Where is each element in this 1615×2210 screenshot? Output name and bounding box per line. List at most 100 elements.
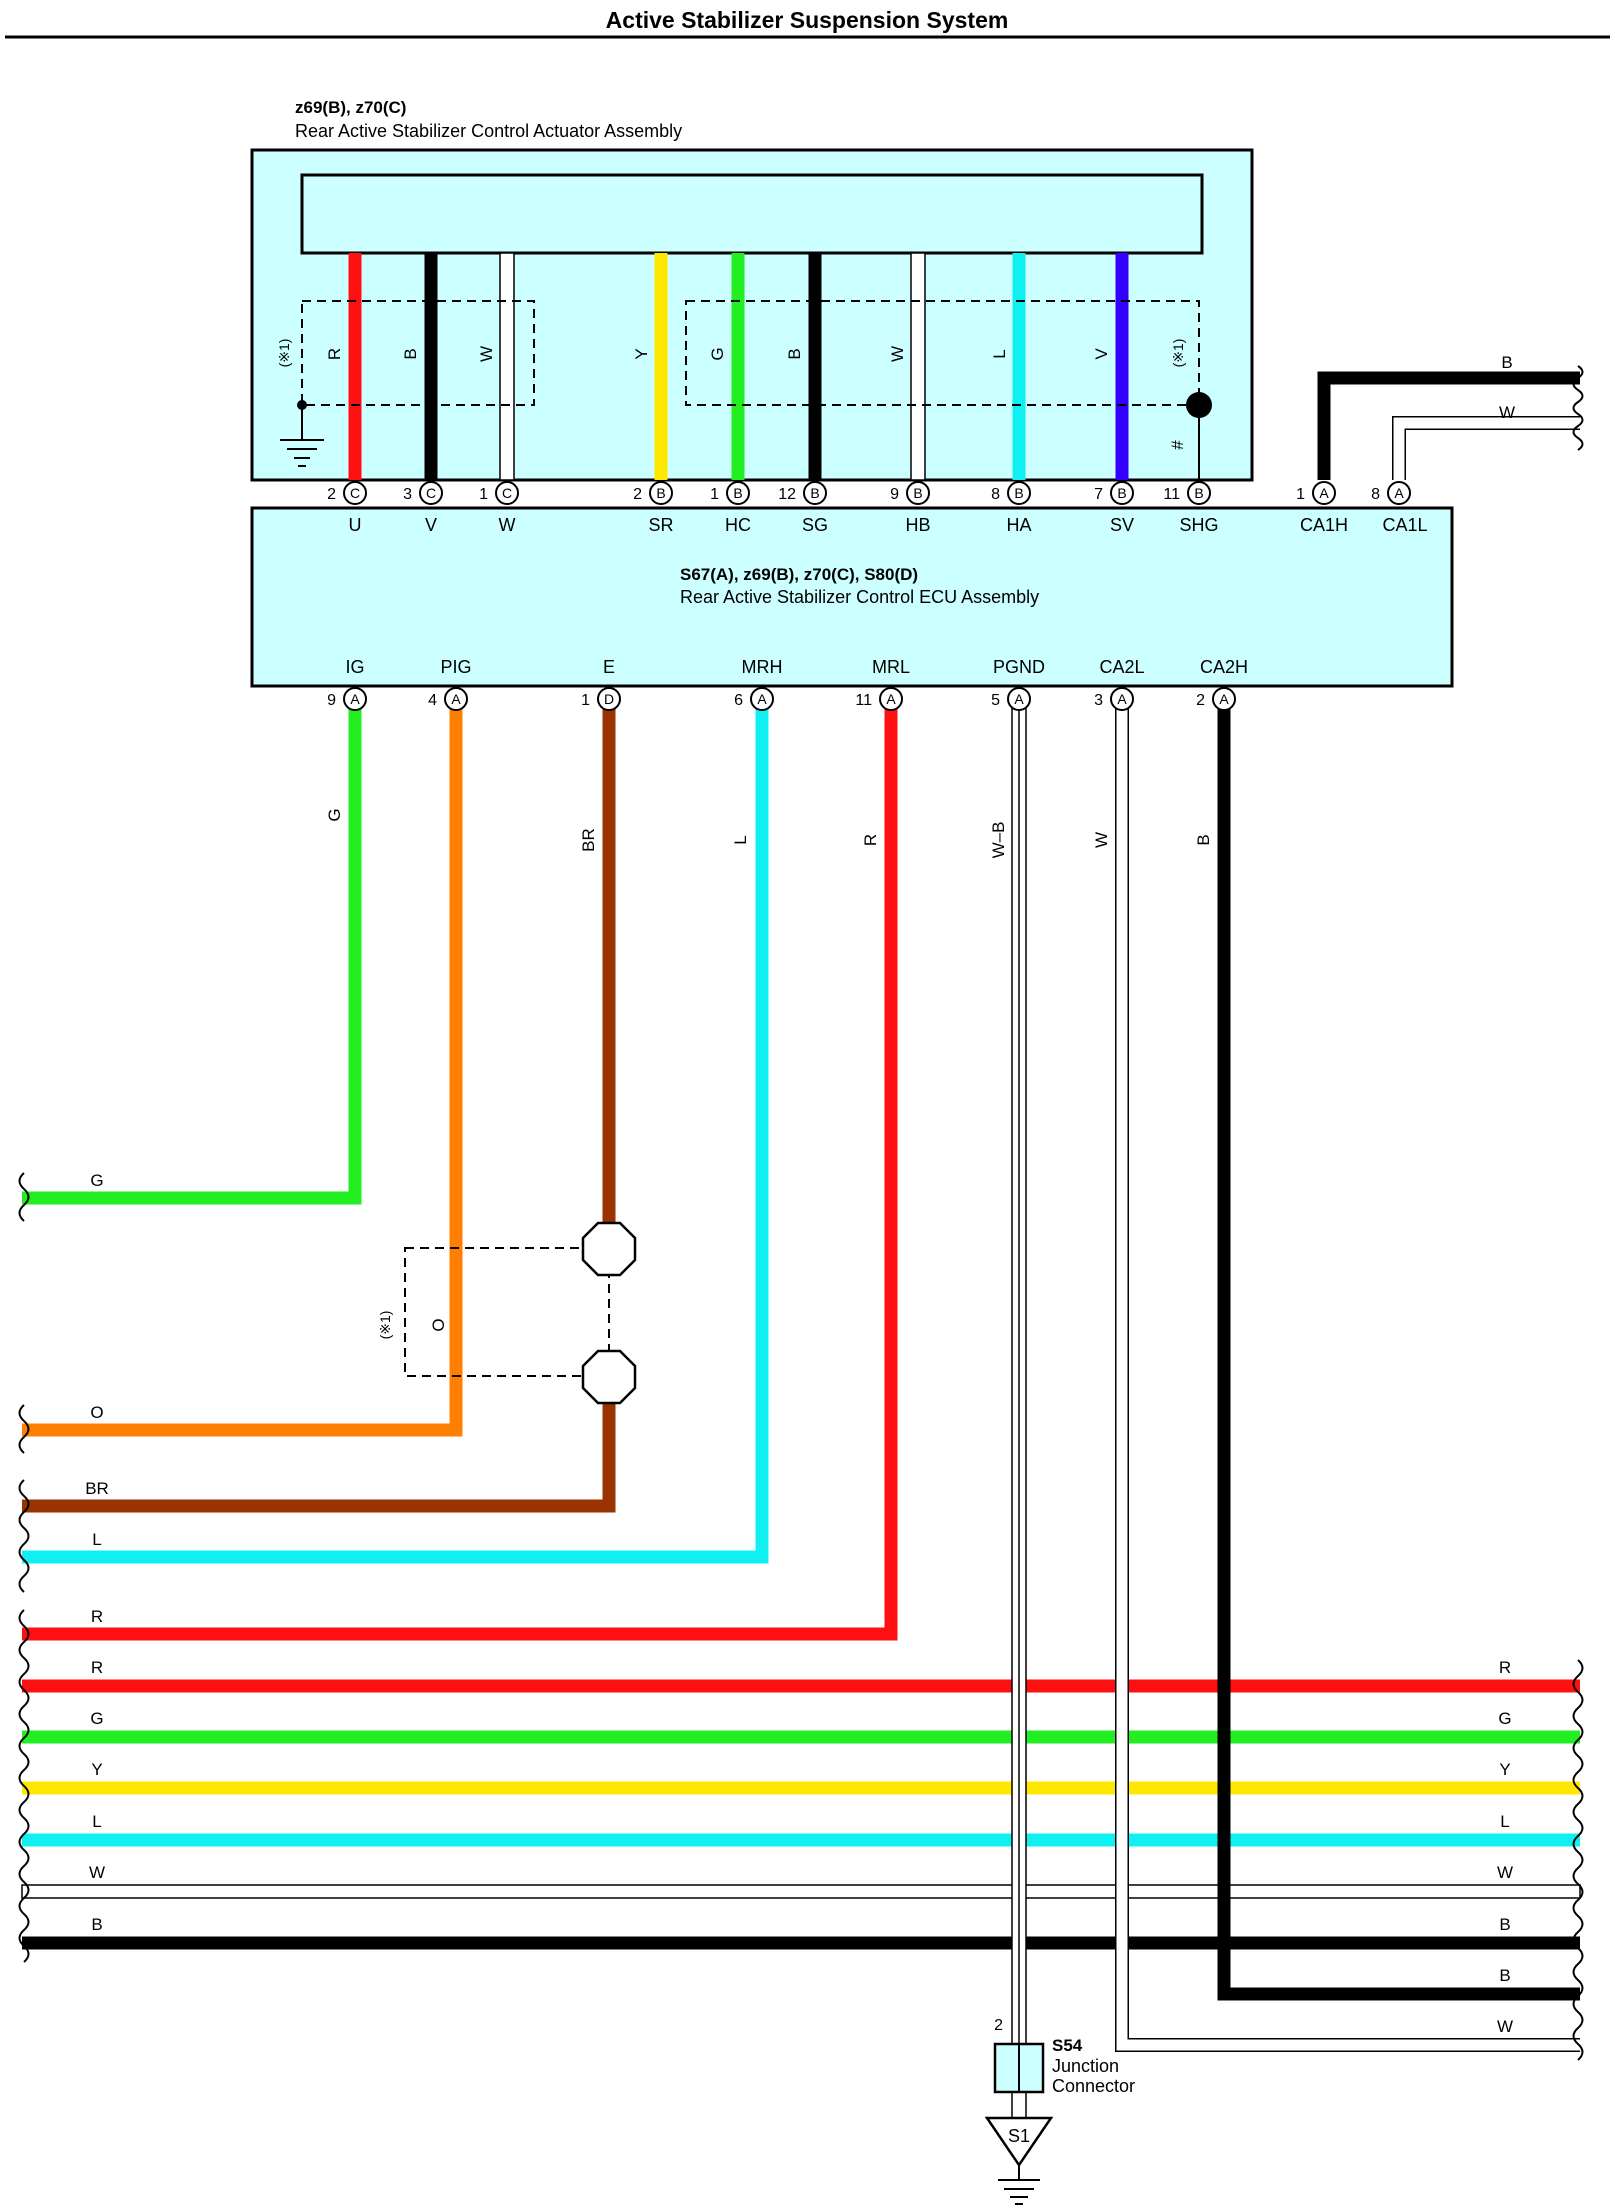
actuator-code-b1: B — [401, 348, 420, 359]
pin-conn-pig: A — [451, 691, 461, 707]
bus-label-left-g: G — [90, 1709, 103, 1728]
pin-num-w: 1 — [479, 486, 488, 503]
pin-conn-ig: A — [350, 691, 360, 707]
break-mark-right-top — [1572, 365, 1584, 451]
actuator-code-y: Y — [632, 348, 651, 359]
pin-num-ca2h: 2 — [1196, 692, 1205, 709]
pin-circle-shg — [1187, 481, 1211, 505]
bus-label-right-g: G — [1498, 1709, 1511, 1728]
pin-circle-ig — [343, 687, 367, 711]
actuator-wire-w1 — [499, 252, 515, 481]
wire-ca2h-b — [1217, 699, 1580, 2001]
code-mrl: R — [861, 834, 880, 846]
actuator-code-w2: W — [888, 346, 907, 362]
ecu-top-pins: 2 C U 3 C V 1 C W 2 B SR 1 B HC 12 B SG … — [327, 481, 1428, 535]
actuator-assembly: z69(B), z70(C) Rear Active Stabilizer Co… — [250, 98, 1254, 482]
pin-circle-sr — [649, 481, 673, 505]
actuator-motor-block — [300, 173, 1204, 255]
pin-conn-pgnd: A — [1014, 691, 1024, 707]
bus-label-right-b: B — [1499, 1915, 1510, 1934]
break-mark-left-bus — [18, 1609, 30, 1963]
bus-line-w — [21, 1884, 1581, 1899]
junction-line2: Connector — [1052, 2076, 1135, 2096]
break-mark-left-g — [18, 1172, 30, 1222]
ground-s1-icon — [998, 2179, 1040, 2205]
harness-bus — [21, 1679, 1581, 1950]
pin-name-ca1h: CA1H — [1300, 515, 1348, 535]
pin-conn-ca2l: A — [1117, 691, 1127, 707]
bus-label-left-l: L — [92, 1812, 101, 1831]
bus-label-right-l: L — [1500, 1812, 1509, 1831]
code-e: BR — [579, 828, 598, 852]
pin-circle-ca2h — [1212, 687, 1236, 711]
code-ig: G — [325, 808, 344, 821]
bus-label-left-r: R — [91, 1658, 103, 1677]
pin-conn-mrh: A — [757, 691, 767, 707]
pin-name-v: V — [425, 515, 437, 535]
pin-conn-ca2h: A — [1219, 691, 1229, 707]
wire-ig-g — [22, 699, 362, 1205]
pin-conn-shg: B — [1194, 485, 1203, 501]
wire-ca1l-w — [1393, 417, 1580, 480]
pin-circle-mrh — [750, 687, 774, 711]
actuator-name-label: Rear Active Stabilizer Control Actuator … — [295, 121, 682, 141]
pin-conn-v: C — [426, 485, 436, 501]
pig-shield: (※1) O — [377, 1221, 637, 1405]
code-ca2h: B — [1194, 834, 1213, 845]
pin-circle-hb — [906, 481, 930, 505]
pin-name-sg: SG — [802, 515, 828, 535]
pin-conn-ca1l: A — [1394, 485, 1404, 501]
pin-circle-w — [495, 481, 519, 505]
pin-num-pig: 4 — [428, 692, 437, 709]
actuator-shield-note-right: (※1) — [1170, 339, 1186, 368]
ground-triangle — [984, 2116, 1054, 2168]
pin-num-sv: 7 — [1094, 486, 1103, 503]
pin-name-sv: SV — [1110, 515, 1134, 535]
pin-circle-mrl — [879, 687, 903, 711]
pin-circle-ca2l — [1110, 687, 1134, 711]
label-ca1l-wire: W — [1499, 403, 1515, 422]
pin-name-sr: SR — [648, 515, 673, 535]
actuator-code-b2: B — [785, 348, 804, 359]
pin-circle-e — [597, 687, 621, 711]
break-mark-left-o — [18, 1404, 30, 1454]
junction-connector-s54: 2 S54 Junction Connector — [993, 2017, 1135, 2118]
junction-line1: Junction — [1052, 2056, 1119, 2076]
wire-pig-o — [22, 699, 463, 1437]
ecu-id-label: S67(A), z69(B), z70(C), S80(D) — [680, 565, 918, 584]
break-mark-left-br-l — [18, 1479, 30, 1593]
shield-mark: # — [1168, 440, 1187, 450]
pin-conn-ca1h: A — [1319, 485, 1329, 501]
pin-num-ca1h: 1 — [1296, 486, 1305, 503]
wire-mrl-r — [22, 699, 898, 1641]
left-label-br: BR — [85, 1479, 109, 1498]
pin-name-ca2l: CA2L — [1099, 657, 1144, 677]
left-label-o: O — [90, 1403, 103, 1422]
splice-octagon-upper — [581, 1221, 637, 1277]
ecu-bottom-pins: IG 9 A PIG 4 A E 1 D MRH 6 A MRL 11 A PG… — [327, 657, 1248, 711]
pin-num-mrh: 6 — [734, 692, 743, 709]
left-label-l: L — [92, 1530, 101, 1549]
pin-conn-e: D — [604, 691, 614, 707]
pin-num-ig: 9 — [327, 692, 336, 709]
right-label-ca2h: B — [1499, 1966, 1510, 1985]
pin-num-ca1l: 8 — [1371, 486, 1380, 503]
junction-id: S54 — [1052, 2036, 1083, 2055]
label-ca1h-wire: B — [1501, 353, 1512, 372]
actuator-id-label: z69(B), z70(C) — [295, 98, 406, 117]
wire-ca1h-b — [1317, 371, 1580, 480]
actuator-code-v: V — [1092, 348, 1111, 360]
pin-conn-w: C — [502, 485, 512, 501]
pin-conn-mrl: A — [886, 691, 896, 707]
pin-circle-pig — [444, 687, 468, 711]
pin-name-ha: HA — [1006, 515, 1031, 535]
pin-name-ca2h: CA2H — [1200, 657, 1248, 677]
pin-num-ha: 8 — [991, 486, 1000, 503]
wire-ca2l-w — [1116, 699, 1580, 2051]
pin-circle-ca1l — [1387, 481, 1411, 505]
pin-circle-ha — [1007, 481, 1031, 505]
pin-num-sg: 12 — [778, 486, 796, 503]
pin-num-mrl: 11 — [855, 692, 872, 709]
actuator-code-g: G — [708, 347, 727, 360]
